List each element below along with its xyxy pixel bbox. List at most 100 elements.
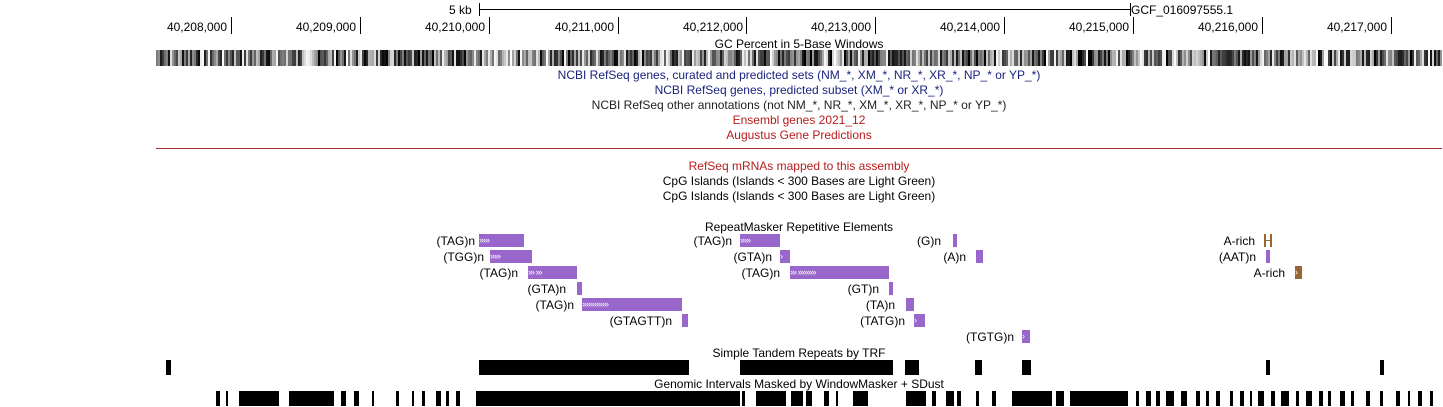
masked-interval[interactable] [824,391,829,406]
masked-interval[interactable] [476,391,624,406]
repeat-element[interactable]: › [780,250,790,263]
masked-interval[interactable] [341,391,346,406]
repeatmasker-track-title[interactable]: RepeatMasker Repetitive Elements [704,220,894,234]
masked-interval[interactable] [1271,391,1275,406]
gc-window [750,50,752,66]
masked-interval[interactable] [992,391,996,406]
masked-interval[interactable] [216,391,220,406]
masked-interval[interactable] [422,391,425,406]
masked-interval[interactable] [1181,391,1187,406]
masked-interval[interactable] [946,391,954,406]
masked-interval[interactable] [396,391,399,406]
repeat-element-a-rich[interactable] [1264,234,1272,247]
refseq-other-track-title[interactable]: NCBI RefSeq other annotations (not NM_*,… [591,98,1007,112]
tandem-repeat[interactable] [1266,360,1270,375]
masked-interval[interactable] [1056,391,1064,406]
windowmasker-track-title[interactable]: Genomic Intervals Masked by WindowMasker… [654,377,944,391]
gc-percent-track[interactable] [156,50,1442,66]
masked-interval[interactable] [836,391,838,406]
masked-interval[interactable] [1136,391,1139,406]
masked-interval[interactable] [622,391,740,406]
repeat-element[interactable] [906,298,914,311]
masked-interval[interactable] [1306,391,1312,406]
refseq-predicted-track-title[interactable]: NCBI RefSeq genes, predicted subset (XM_… [654,83,944,97]
masked-interval[interactable] [1070,391,1128,406]
masked-interval[interactable] [957,391,961,406]
masked-interval[interactable] [1258,391,1264,406]
repeat-element[interactable]: ››››› [479,234,524,247]
repeat-element[interactable] [1266,250,1270,263]
repeat-element[interactable] [577,282,582,295]
tandem-repeat[interactable] [1380,360,1384,375]
masked-interval[interactable] [289,391,334,406]
repeat-element[interactable] [682,314,688,327]
masked-interval[interactable] [1351,391,1354,406]
masked-interval[interactable] [354,391,359,406]
tandem-repeat[interactable] [740,360,893,375]
gc-window [292,50,294,66]
masked-interval[interactable] [1430,391,1433,406]
repeat-element[interactable]: › [1022,330,1030,343]
masked-interval[interactable] [1240,391,1244,406]
tandem-repeat[interactable] [905,360,919,375]
repeat-element[interactable] [889,282,893,295]
masked-interval[interactable] [436,391,441,406]
masked-interval[interactable] [1196,391,1200,406]
repeat-element[interactable]: › [1295,266,1302,279]
windowmasker-track[interactable] [156,391,1442,406]
masked-interval[interactable] [1296,391,1299,406]
masked-interval[interactable] [1340,391,1345,406]
masked-interval[interactable] [1206,391,1209,406]
masked-interval[interactable] [976,391,979,406]
masked-interval[interactable] [239,391,279,406]
masked-interval[interactable] [456,391,460,406]
masked-interval[interactable] [1396,391,1400,406]
masked-interval[interactable] [1146,391,1151,406]
masked-interval[interactable] [853,391,868,406]
masked-interval[interactable] [1216,391,1220,406]
repeat-element[interactable]: ››››› [490,250,532,263]
tandem-repeat[interactable] [975,360,982,375]
masked-interval[interactable] [906,391,926,406]
masked-interval[interactable] [1230,391,1233,406]
masked-interval[interactable] [412,391,414,406]
masked-interval[interactable] [1366,391,1370,406]
repeat-element[interactable]: › [914,314,925,327]
masked-interval[interactable] [226,391,228,406]
repeat-element[interactable]: ››› ››››››››› [790,266,889,279]
cpg-islands-track-title[interactable]: CpG Islands (Islands < 300 Bases are Lig… [662,174,936,188]
tandem-repeat[interactable] [479,360,689,375]
masked-interval[interactable] [756,391,786,406]
masked-interval[interactable] [1281,391,1289,406]
ensembl-track-title[interactable]: Ensembl genes 2021_12 [732,113,866,127]
masked-interval[interactable] [1380,391,1383,406]
gc-percent-track-title[interactable]: GC Percent in 5-Base Windows [714,37,884,51]
masked-interval[interactable] [932,391,936,406]
trf-track-title[interactable]: Simple Tandem Repeats by TRF [712,346,886,360]
cpg-islands-track-title-2[interactable]: CpG Islands (Islands < 300 Bases are Lig… [662,189,936,203]
masked-interval[interactable] [1328,391,1331,406]
masked-interval[interactable] [1012,391,1052,406]
masked-interval[interactable] [806,391,812,406]
masked-interval[interactable] [1408,391,1410,406]
masked-interval[interactable] [1166,391,1174,406]
masked-interval[interactable] [791,391,803,406]
repeat-element[interactable] [953,234,957,247]
repeat-element[interactable]: ››› ››› [528,266,577,279]
refseq-curated-track-title[interactable]: NCBI RefSeq genes, curated and predicted… [557,68,1041,82]
repeat-element[interactable]: ››››› [740,234,780,247]
repeat-element[interactable] [976,250,983,263]
masked-interval[interactable] [1156,391,1160,406]
tandem-repeat[interactable] [166,360,171,375]
masked-interval[interactable] [1418,391,1422,406]
masked-interval[interactable] [446,391,449,406]
repeat-element[interactable]: ››››››››››››› [582,298,682,311]
tandem-repeat[interactable] [1022,360,1031,375]
refseq-mrna-track-title[interactable]: RefSeq mRNAs mapped to this assembly [688,159,910,173]
masked-interval[interactable] [372,391,374,406]
gc-window [748,50,750,66]
masked-interval[interactable] [742,391,745,406]
masked-interval[interactable] [1250,391,1252,406]
augustus-track-title[interactable]: Augustus Gene Predictions [726,128,872,142]
masked-interval[interactable] [1319,391,1323,406]
